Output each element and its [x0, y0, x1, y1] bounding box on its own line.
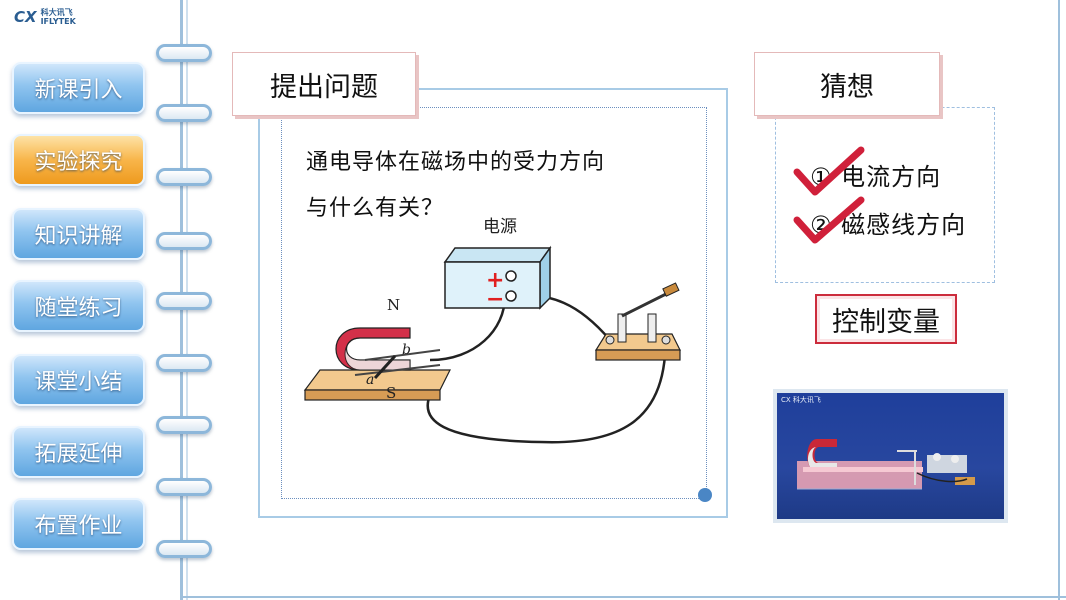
- binder-ring: [156, 104, 212, 122]
- nav-button-knowledge[interactable]: 知识讲解: [12, 208, 145, 260]
- brand-logo-mark: CX: [14, 8, 37, 26]
- nav-button-experiment[interactable]: 实验探究: [12, 134, 145, 186]
- frame-line-bottom: [180, 596, 1066, 598]
- conductor-rod: [373, 354, 397, 380]
- guess-title: 猜想: [754, 52, 940, 116]
- knife-switch-icon: [594, 282, 681, 361]
- pole-n-label: N: [387, 296, 400, 314]
- nav-button-homework[interactable]: 布置作业: [12, 498, 145, 550]
- nav-button-summary[interactable]: 课堂小结: [12, 354, 145, 406]
- brand-logo-cn: 科大讯飞: [40, 8, 73, 17]
- video-scene: [797, 439, 975, 490]
- binder-ring: [156, 292, 212, 310]
- rail-front: [354, 364, 441, 376]
- experiment-diagram: 电源 + − N S a b: [303, 217, 681, 444]
- power-supply-icon: [443, 245, 552, 310]
- question-line-1: 通电导体在磁场中的受力方向: [306, 150, 606, 175]
- binder-ring: [156, 354, 212, 372]
- brand-logo-text: 科大讯飞 IFLYTEK: [41, 8, 76, 26]
- question-panel-inner: [281, 107, 707, 499]
- brand-logo-en: IFLYTEK: [40, 17, 76, 26]
- binder-ring: [156, 478, 212, 496]
- binder-ring: [156, 168, 212, 186]
- minus-sign: −: [486, 287, 504, 312]
- question-title: 提出问题: [232, 52, 416, 116]
- power-label: 电源: [483, 217, 517, 237]
- nav-button-extension[interactable]: 拓展延伸: [12, 426, 145, 478]
- panel-corner-dot: [698, 488, 712, 502]
- binder-ring: [156, 540, 212, 558]
- control-variable-label: 控制变量: [815, 294, 957, 344]
- video-logo: CX 科大讯飞: [781, 396, 821, 404]
- binder-ring: [156, 232, 212, 250]
- horseshoe-magnet-icon: [335, 327, 411, 371]
- plus-sign: +: [486, 268, 504, 293]
- binder-ring: [156, 416, 212, 434]
- question-line-2: 与什么有关？: [306, 196, 445, 221]
- pole-s-label: S: [386, 384, 396, 402]
- red-check-icon: [793, 196, 865, 244]
- experiment-video[interactable]: CX 科大讯飞: [773, 389, 1008, 523]
- brand-logo: CX 科大讯飞 IFLYTEK: [14, 8, 76, 26]
- nav-button-intro[interactable]: 新课引入: [12, 62, 145, 114]
- binder-ring: [156, 44, 212, 62]
- wire-return: [426, 354, 667, 444]
- label-a: a: [366, 372, 374, 388]
- frame-line-right: [1058, 0, 1060, 600]
- red-check-icon: [793, 146, 865, 196]
- rail-back: [364, 349, 441, 361]
- nav-button-practice[interactable]: 随堂练习: [12, 280, 145, 332]
- label-b: b: [402, 342, 411, 358]
